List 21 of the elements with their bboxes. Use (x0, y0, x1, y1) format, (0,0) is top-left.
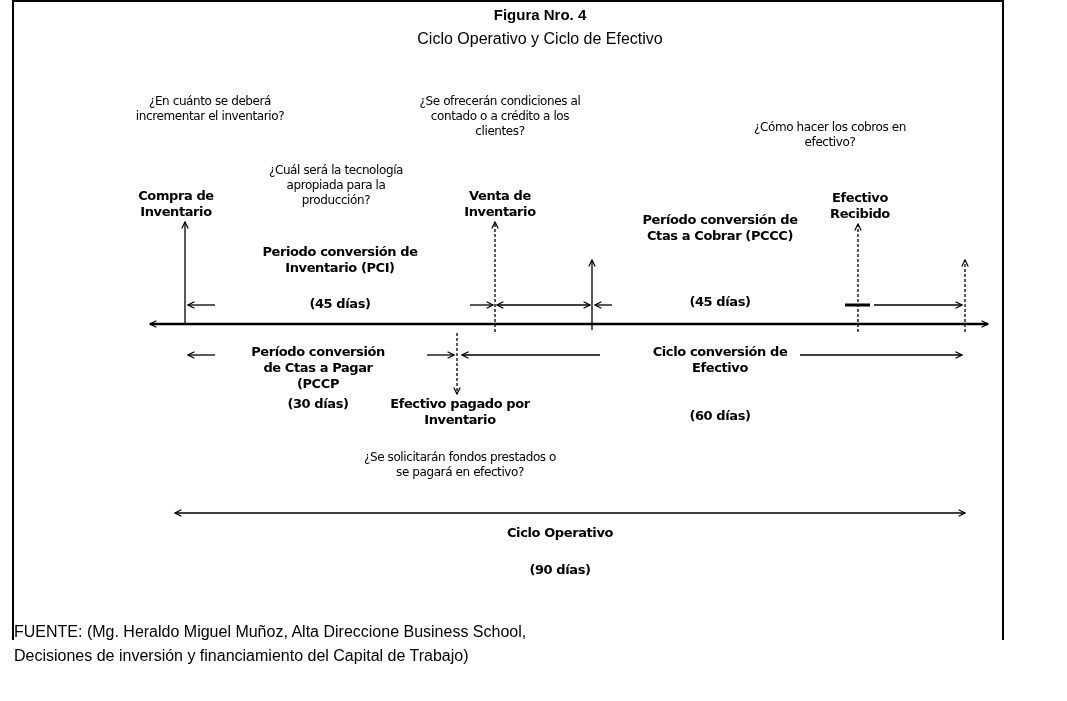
period-label: (60 días) (688, 408, 752, 424)
question-text: ¿Se solicitarán fondos prestados o se pagará en efectivo? (362, 450, 558, 480)
period-label: (45 días) (688, 294, 752, 310)
period-label: (45 días) (308, 296, 372, 312)
period-label: Periodo conversión de Inventario (PCI) (261, 244, 419, 276)
question-text: ¿Cuál será la tecnología apropiada para la producción? (267, 163, 405, 208)
period-label: Ciclo conversión de Efectivo (651, 344, 789, 376)
question-text: ¿Se ofrecerán condiciones al contado o a crédito a los clientes? (418, 94, 582, 139)
period-label: Período conversión de Ctas a Cobrar (PCCC) (641, 212, 799, 244)
event-label: Compra de Inventario (126, 188, 226, 220)
figure-title: Figura Nro. 4 (492, 5, 588, 25)
question-text: ¿En cuánto se deberá incrementar el inventario? (135, 94, 285, 124)
event-label: Venta de Inventario (450, 188, 550, 220)
event-label: Efectivo pagado por Inventario (385, 396, 535, 428)
period-label: Período conversión de Ctas a Pagar (PCCP (250, 344, 386, 392)
period-label: Ciclo Operativo (505, 525, 615, 541)
period-label: (30 días) (286, 396, 350, 412)
period-label: (90 días) (528, 562, 592, 578)
subtitle: Ciclo Operativo y Ciclo de Efectivo (416, 29, 664, 49)
question-text: ¿Cómo hacer los cobros en efectivo? (753, 120, 907, 150)
event-label: Efectivo Recibido (810, 190, 910, 222)
